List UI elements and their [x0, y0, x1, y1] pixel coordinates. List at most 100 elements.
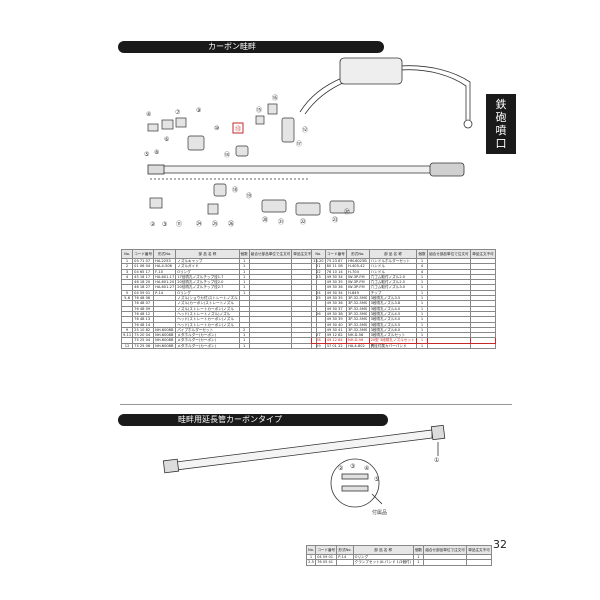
table-cell: 13-20: [311, 257, 326, 265]
table-cell: P-14: [336, 553, 354, 561]
callout: ②: [150, 221, 156, 228]
table-cell: 1: [238, 332, 250, 339]
table-cell: 1: [416, 257, 428, 265]
table-cell: 3P-32-5MS: [346, 300, 370, 307]
table-cell: [469, 342, 497, 350]
callout: ⑧: [154, 149, 159, 156]
callout: ㉒: [300, 218, 306, 226]
table-cell: 5: [120, 289, 134, 297]
column-header: 個数: [238, 249, 250, 259]
column-header: 個数: [412, 545, 425, 555]
callouts-lower: ① ② ③ ④ ⑤ 付属品: [338, 457, 439, 516]
table-cell: HA-4-506: [153, 263, 177, 270]
table-cell: ノズル(ストレートカーボン)ノズル: [175, 305, 240, 312]
callout: ③: [162, 221, 167, 228]
table-cell: 29: [311, 342, 326, 350]
carbon-pipe: [161, 165, 445, 174]
column-header: 個数: [416, 249, 428, 259]
table-cell: 49 30 39: [324, 316, 348, 323]
nozzle-cap: [147, 123, 159, 132]
hose-fitting: [429, 162, 465, 177]
table-cell: ヘッド(ストレートカーボン)ノズル: [175, 316, 240, 323]
table-cell: 1: [120, 257, 134, 265]
callout: ④: [146, 111, 151, 118]
table-cell: 1: [416, 284, 428, 291]
exploded-parts-upper: [147, 103, 355, 216]
table-cell: HA-601-27: [153, 284, 177, 291]
table-cell: 1: [238, 273, 250, 281]
table-cell: 37 01 22: [324, 342, 348, 350]
callout: ⑩: [214, 125, 219, 132]
table-cell: 49 30 36: [324, 284, 348, 291]
column-header: コード番号: [132, 249, 155, 259]
column-header: 部 品 名 称: [175, 249, 240, 259]
side-tab-label: 鉄砲噴口: [495, 98, 507, 150]
column-header: 組合せ部品単位で注文可: [248, 249, 293, 259]
callout: ⑯: [272, 94, 278, 102]
table-cell: 4: [416, 268, 428, 275]
table-cell: 3P-32-5MS: [346, 310, 370, 318]
nozzle-tip: [147, 164, 165, 175]
table-cell: 49 12 82: [324, 332, 348, 339]
callout: ㉕: [212, 220, 218, 228]
section-divider: [120, 404, 512, 405]
table-cell: 1: [416, 321, 428, 328]
column-header: 単品注文不可: [469, 249, 497, 259]
table-cell: 1: [416, 289, 428, 297]
column-header: 組合せ部品単位で注文可: [426, 249, 471, 259]
table-cell: 4: [416, 263, 428, 270]
table-cell: 1: [238, 337, 250, 344]
callout: ⑱: [232, 186, 238, 194]
table-cell: NH-6008B: [153, 326, 177, 334]
table-cell: 1: [416, 273, 428, 281]
attached-label: 付属品: [372, 509, 387, 516]
table-cell: 1: [416, 305, 428, 312]
parts-table-right: No.コード番号形式No.部 品 名 称個数組合せ部品単位で注文可単品注文不可 …: [311, 249, 497, 350]
callout: ⑤: [374, 476, 379, 483]
table-cell: [466, 559, 492, 566]
column-header: コード番号: [315, 545, 338, 555]
table-cell: 1: [416, 316, 428, 323]
table-cell: 2: [120, 263, 134, 270]
extension-pipe-assembly: [162, 424, 446, 508]
table-cell: 20型 3段噴孔ノズルセット: [368, 337, 418, 344]
table-cell: 1: [416, 310, 428, 318]
table-cell: 1: [416, 332, 428, 339]
table-cell: 1: [238, 268, 250, 275]
lance-assembly: [147, 57, 473, 180]
table-cell: クランプセット(K.バンド 1/3個付): [352, 559, 414, 566]
page-number: 32: [493, 538, 507, 551]
table-cell: [423, 559, 468, 566]
callouts-upper: ④ ⑤ ⑥ ⑦ ⑧ ⑨ ⑩ ⑬ ⑭ ⑮ ⑯ ⑰ ⑱ ⑲ ⑳ ㉑ ㉒ ㉓ ㉔ ㉕ …: [144, 94, 350, 228]
table-cell: 3: [120, 268, 134, 275]
section-banner-carbon: カーボン畦畔: [118, 41, 384, 53]
section-banner-extension: 畦畔用延長管カーボンタイプ: [118, 414, 388, 426]
section-title: カーボン畦畔: [208, 42, 256, 51]
callout: ⑥: [164, 136, 169, 143]
table-cell: 49 30 37: [324, 305, 348, 312]
handle-holder: [261, 199, 287, 213]
callout: ⑮: [256, 106, 262, 114]
table-cell: ノズル(ショウカ付)ストレートノズル: [175, 295, 240, 302]
column-header: No.: [120, 249, 134, 259]
table-cell: 49 30 34: [324, 273, 348, 281]
table-cell: 1: [238, 263, 250, 270]
table-cell: 9-11: [120, 332, 134, 339]
table-cell: 1: [416, 326, 428, 334]
table-cell: 12: [120, 342, 134, 350]
accessory-detail: [330, 458, 380, 508]
table-cell: 1: [238, 257, 250, 265]
callout: ⑫: [302, 126, 308, 134]
table-cell: HA-4-802: [346, 342, 370, 350]
